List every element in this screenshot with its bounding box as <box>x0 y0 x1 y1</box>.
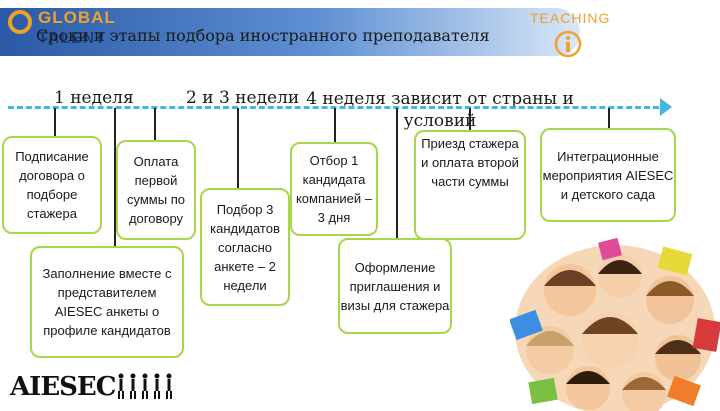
teaching-logo: TEACHING <box>520 6 630 66</box>
title-band <box>0 8 580 56</box>
connector-payment <box>154 108 156 142</box>
logo-global-text: GLOBAL <box>38 8 116 27</box>
teaching-logo-text: TEACHING <box>530 10 611 26</box>
connector-arrival <box>469 108 471 132</box>
connector-invitation <box>396 108 398 240</box>
timeline-line <box>8 106 668 109</box>
card-fill-form: Заполнение вместе с представителем AIESE… <box>30 246 184 358</box>
info-pencil-icon <box>554 30 582 58</box>
page-title: Сроки и этапы подбора иностранного препо… <box>36 26 490 45</box>
children-photo <box>510 230 720 411</box>
people-silhouettes-icon <box>118 373 172 399</box>
card-invitation-visa: Оформление приглашения и визы для стажер… <box>338 238 452 334</box>
week-4-label: 4 неделя зависит от страны и условий <box>306 89 574 131</box>
connector-fill-form <box>114 108 116 248</box>
global-talent-logo: GLOBAL TALENT <box>8 6 115 58</box>
week-2-3-label: 2 и 3 недели <box>186 88 300 108</box>
connector-signing <box>54 108 56 138</box>
logo-talent-text: TALENT <box>38 30 106 47</box>
card-integration: Интеграционные мероприятия AIESEC и детс… <box>540 128 676 222</box>
card-payment-first: Оплата первой суммы по договору <box>116 140 196 240</box>
card-signing: Подписание договора о подборе стажера <box>2 136 102 234</box>
card-select-three: Подбор 3 кандидатов согласно анкете – 2 … <box>200 188 290 306</box>
card-select-one: Отбор 1 кандидата компанией – 3 дня <box>290 142 378 236</box>
connector-select-one <box>334 108 336 144</box>
timeline-arrow-icon <box>660 98 672 116</box>
week-1-label: 1 неделя <box>54 88 134 108</box>
global-talent-mark-icon <box>8 10 32 34</box>
card-arrival-payment: Приезд стажера и оплата второй части сум… <box>414 130 526 240</box>
connector-select-three <box>237 108 239 190</box>
aiesec-logo: AIESEC <box>10 372 116 402</box>
connector-integration <box>608 108 610 130</box>
